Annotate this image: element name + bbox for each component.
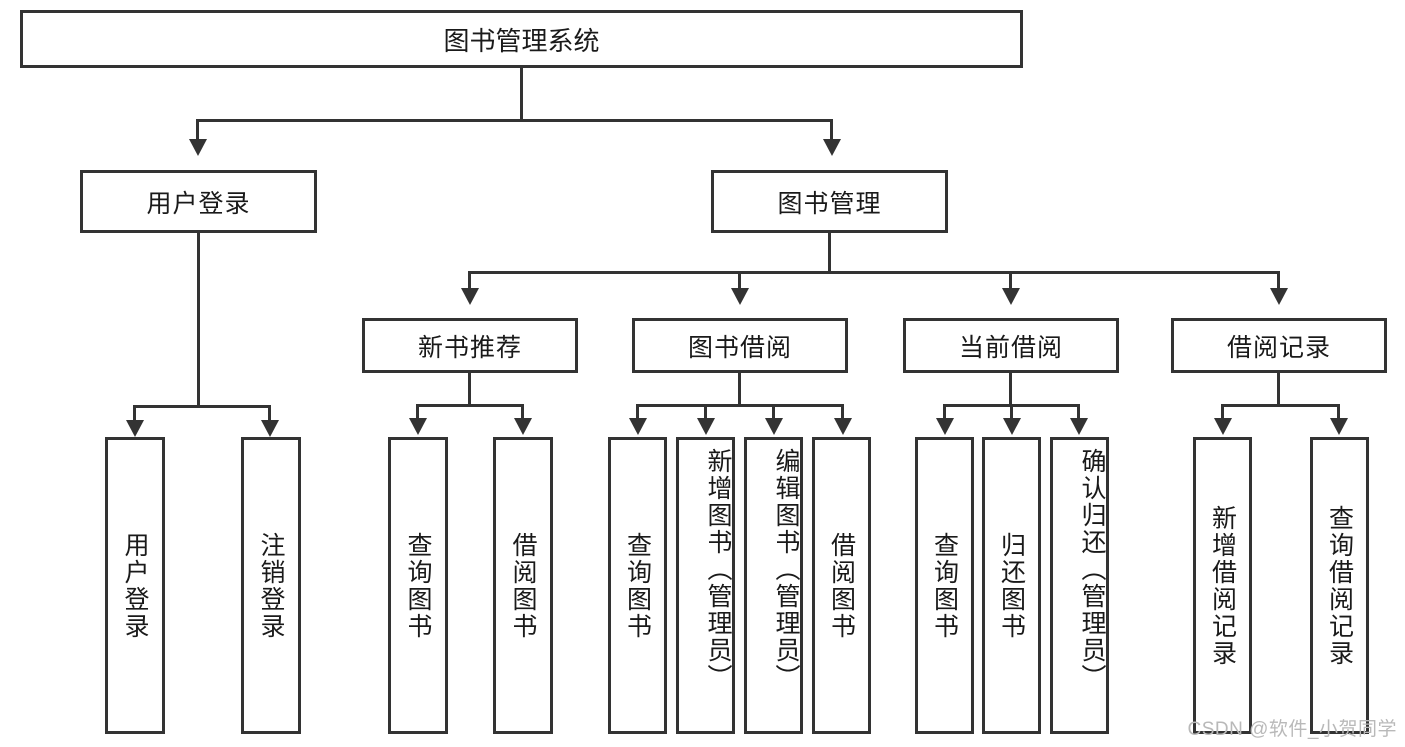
node-label: 归还图书 [997, 531, 1026, 640]
connector-cb-drop-1 [943, 404, 946, 421]
leaf-user-login-logout[interactable]: 注销登录 [241, 437, 301, 734]
leaf-nbr-query-book[interactable]: 查询图书 [388, 437, 448, 734]
node-current-borrow[interactable]: 当前借阅 [903, 318, 1119, 373]
leaf-br-query-record[interactable]: 查询借阅记录 [1310, 437, 1369, 734]
arrow-bm-to-borrow-records [1270, 288, 1288, 305]
node-root-system[interactable]: 图书管理系统 [20, 10, 1023, 68]
arrow-bb-leaf-1 [629, 418, 647, 435]
connector-bm-drop-3 [1009, 271, 1012, 291]
leaf-user-login-login[interactable]: 用户登录 [105, 437, 165, 734]
watermark: CSDN @软件_小贺同学 [1187, 719, 1397, 740]
connector-root-to-book-manage [830, 119, 833, 141]
connector-book-manage-bus [468, 271, 1280, 274]
node-book-management[interactable]: 图书管理 [711, 170, 948, 233]
node-label: 当前借阅 [958, 333, 1063, 362]
connector-cb-stem [1009, 373, 1012, 406]
leaf-cb-query-book[interactable]: 查询图书 [915, 437, 974, 734]
connector-user-login-bus [133, 405, 270, 408]
node-label: 注销登录 [257, 531, 285, 640]
connector-nbr-drop-2 [521, 404, 524, 421]
connector-user-login-drop-2 [268, 405, 271, 423]
connector-bm-drop-4 [1277, 271, 1280, 291]
connector-user-login-stem [197, 233, 200, 408]
node-label: 新书推荐 [417, 333, 522, 362]
arrow-br-leaf-2 [1330, 418, 1348, 435]
connector-bm-drop-1 [468, 271, 471, 291]
node-label: 借阅图书 [509, 531, 537, 640]
node-label: 借阅图书 [827, 531, 856, 640]
node-user-login[interactable]: 用户登录 [80, 170, 317, 233]
arrow-bb-leaf-2 [697, 418, 715, 435]
node-label: 查询借阅记录 [1325, 504, 1354, 667]
connector-bb-stem [738, 373, 741, 406]
connector-nbr-stem [468, 373, 471, 406]
connector-bb-drop-1 [636, 404, 639, 421]
node-label: 新增图书（管理员） [704, 448, 732, 691]
arrow-nbr-leaf-2 [514, 418, 532, 435]
leaf-br-add-record[interactable]: 新增借阅记录 [1193, 437, 1252, 734]
node-label: 图书借阅 [687, 333, 792, 362]
connector-root-stem [520, 68, 523, 120]
arrow-cb-leaf-3 [1070, 418, 1088, 435]
connector-bb-drop-2 [704, 404, 707, 421]
leaf-nbr-borrow-book[interactable]: 借阅图书 [493, 437, 553, 734]
connector-cb-drop-3 [1077, 404, 1080, 421]
node-label: 用户登录 [146, 189, 251, 218]
node-label: 编辑图书（管理员） [772, 448, 800, 691]
node-label: 图书管理系统 [443, 25, 600, 56]
node-label: 确认归还（管理员） [1078, 448, 1106, 691]
node-label: 用户登录 [121, 531, 149, 640]
node-label: 查询图书 [930, 531, 959, 640]
arrow-cb-leaf-2 [1003, 418, 1021, 435]
connector-user-login-drop-1 [133, 405, 136, 423]
arrow-bm-to-current-borrow [1002, 288, 1020, 305]
connector-br-stem [1277, 373, 1280, 406]
arrow-root-to-book-manage [823, 139, 841, 156]
arrow-cb-leaf-1 [936, 418, 954, 435]
arrow-bm-to-book-borrow [731, 288, 749, 305]
leaf-bb-query-book[interactable]: 查询图书 [608, 437, 667, 734]
node-label: 图书管理 [777, 189, 882, 218]
leaf-bb-add-book-admin[interactable]: 新增图书（管理员） [676, 437, 735, 734]
connector-cb-drop-2 [1010, 404, 1013, 421]
connector-nbr-bus [416, 404, 524, 407]
leaf-bb-borrow-book[interactable]: 借阅图书 [812, 437, 871, 734]
connector-bb-bus [636, 404, 844, 407]
node-borrow-records[interactable]: 借阅记录 [1171, 318, 1387, 373]
leaf-bb-edit-book-admin[interactable]: 编辑图书（管理员） [744, 437, 803, 734]
arrow-bm-to-new-book [461, 288, 479, 305]
leaf-cb-return-book[interactable]: 归还图书 [982, 437, 1041, 734]
connector-nbr-drop-1 [416, 404, 419, 421]
node-label: 查询图书 [623, 531, 652, 640]
node-label: 新增借阅记录 [1208, 504, 1237, 667]
connector-book-manage-stem [828, 233, 831, 273]
arrow-nbr-leaf-1 [409, 418, 427, 435]
node-label: 借阅记录 [1226, 333, 1331, 362]
connector-br-drop-2 [1337, 404, 1340, 421]
arrow-user-login-leaf-1 [126, 420, 144, 437]
connector-bb-drop-3 [772, 404, 775, 421]
connector-bm-drop-2 [738, 271, 741, 291]
connector-br-bus [1221, 404, 1340, 407]
connector-root-to-user-login [196, 119, 199, 141]
connector-bb-drop-4 [841, 404, 844, 421]
connector-br-drop-1 [1221, 404, 1224, 421]
connector-root-bus [196, 119, 833, 122]
node-book-borrow[interactable]: 图书借阅 [632, 318, 848, 373]
node-new-book-recommend[interactable]: 新书推荐 [362, 318, 578, 373]
arrow-br-leaf-1 [1214, 418, 1232, 435]
arrow-bb-leaf-4 [834, 418, 852, 435]
arrow-bb-leaf-3 [765, 418, 783, 435]
arrow-root-to-user-login [189, 139, 207, 156]
arrow-user-login-leaf-2 [261, 420, 279, 437]
node-label: 查询图书 [404, 531, 432, 640]
leaf-cb-confirm-return-admin[interactable]: 确认归还（管理员） [1050, 437, 1109, 734]
